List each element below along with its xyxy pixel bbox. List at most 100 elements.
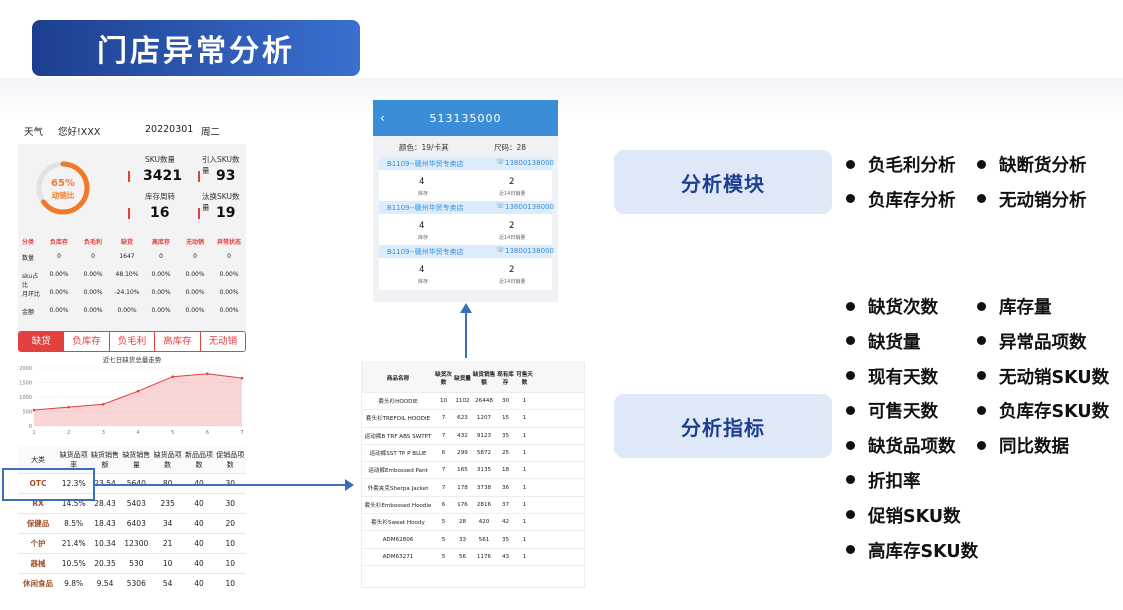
table-cell: 10 [162, 559, 173, 568]
table-cell: 56 [458, 553, 467, 560]
kpi-value: 93 [216, 168, 236, 184]
metric-item: 异常品项数 [977, 326, 1109, 361]
metric-item: 库存量 [977, 291, 1109, 326]
back-chevron-icon[interactable]: ‹ [380, 111, 385, 125]
table-cell: 178 [457, 484, 468, 491]
stock-label: 库存 [418, 279, 429, 285]
store-card-header: B1109--赣州华贸专卖店☏13800138000 [379, 245, 554, 258]
table-cell: 1 [522, 484, 527, 491]
metric-item: 折扣率 [846, 465, 978, 500]
table-header-cell: 缺货品项数 [153, 450, 182, 469]
category-cell: 休闲食品 [23, 579, 53, 588]
table-cell: 10 [225, 559, 236, 568]
kpi-value: 3421 [143, 168, 182, 184]
sales-label: 近14日销量 [499, 191, 526, 197]
arrow-right-icon [345, 479, 354, 491]
table-cell: 28 [458, 519, 467, 526]
store-name: B1109--赣州华贸专卖店 [387, 204, 464, 212]
table-cell: 299 [457, 450, 468, 457]
store-phone[interactable]: 13800138000 [505, 159, 554, 167]
category-cell: 个护 [30, 539, 46, 548]
tab-3[interactable]: 高库存 [155, 332, 201, 351]
table-cell: 40 [194, 579, 204, 588]
table-cell: 30 [215, 479, 246, 488]
size-label: 尺码：28 [494, 143, 527, 152]
kpi-marker [128, 208, 130, 219]
table-header-cell: 大类 [31, 455, 45, 464]
table-cell: 2816 [476, 501, 492, 508]
grid-cell: 0.00% [83, 289, 103, 296]
grid-cell: 0 [91, 253, 95, 260]
module-list-right: 缺断货分析 无动销分析 [977, 149, 1087, 219]
table-cell: 530 [129, 559, 144, 568]
store-phone[interactable]: 13800138000 [505, 203, 554, 211]
category-cell: 器械 [30, 559, 46, 568]
grid-cell: -24.10% [114, 289, 140, 296]
data-point [102, 402, 105, 406]
x-tick-label: 7 [240, 430, 243, 436]
grid-cell: 0.00% [151, 271, 171, 278]
kpi-value: 16 [150, 205, 170, 221]
table-cell: 21 [162, 539, 173, 548]
store-phone[interactable]: 13800138000 [505, 247, 554, 255]
grid-cell: 0.00% [83, 271, 103, 278]
table-header-cell: 缺货品项率 [59, 450, 88, 469]
table-cell: 5306 [126, 579, 146, 588]
table-cell: 6403 [126, 519, 146, 528]
product-name-cell: 外套夹克Sherpa Jacket [367, 485, 429, 492]
product-name-cell: 运动裤B TRF ABS SWTPT [364, 433, 432, 440]
table-cell: 9.54 [96, 579, 114, 588]
grid-cell: 0.00% [151, 307, 171, 314]
product-name-cell: 运动裤SST TP P BLUE [369, 451, 427, 458]
kpi-label: 库存周转 [145, 192, 175, 201]
page-title: 门店异常分析 [32, 20, 360, 76]
table-cell: 7 [441, 432, 446, 439]
table-cell: 9.8% [64, 579, 84, 588]
x-tick-label: 5 [171, 430, 174, 436]
table-cell: 20 [225, 519, 236, 528]
tab-2[interactable]: 负毛利 [109, 332, 156, 351]
table-cell: 1 [522, 536, 527, 543]
tab-1[interactable]: 负库存 [64, 332, 110, 351]
grid-cell: 月环比 [22, 291, 41, 298]
module-list-left: 负毛利分析 负库存分析 [846, 149, 956, 219]
table-cell: 7 [441, 484, 446, 491]
analysis-metrics-pill: 分析指标 [614, 394, 832, 458]
grid-cell: 0.00% [219, 289, 239, 296]
data-point [32, 408, 36, 412]
kpi-marker [198, 171, 200, 182]
metric-item: 同比数据 [977, 430, 1109, 465]
product-name-cell: 套头衫TREFOIL HOODIE [365, 416, 431, 423]
table-cell: 18 [501, 467, 510, 474]
module-item: 负毛利分析 [846, 149, 956, 184]
tab-0[interactable]: 缺货 [19, 332, 65, 351]
sales-label: 近14日销量 [499, 235, 526, 241]
sales-label: 近14日销量 [499, 279, 526, 285]
sell-through-gauge [36, 161, 90, 215]
grid-header-row: 分类负库存负毛利缺货高库存无动销异常状态 [18, 237, 246, 246]
metric-item: 无动销SKU数 [977, 361, 1109, 396]
table-cell: 80 [152, 479, 183, 488]
detail-title: 513135000 [429, 112, 502, 125]
table-cell: 30 [501, 398, 510, 405]
tab-4[interactable]: 无动销 [200, 332, 245, 351]
